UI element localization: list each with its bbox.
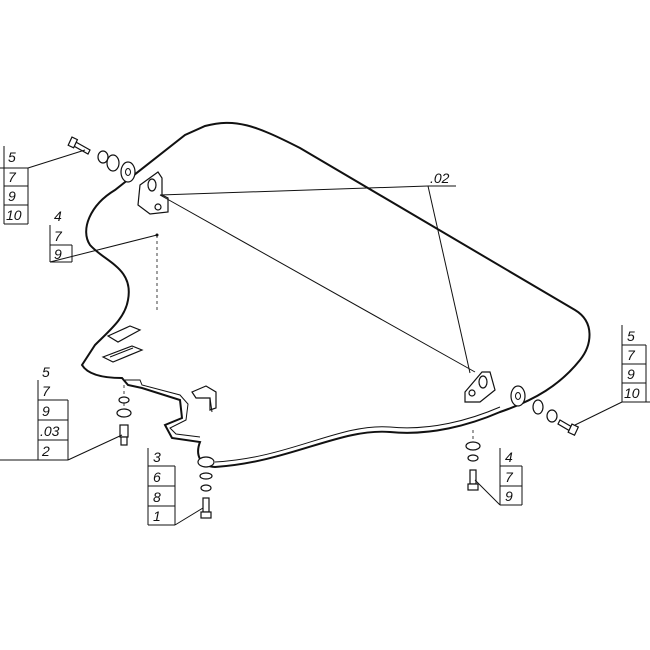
plate-inner-edge <box>125 379 201 438</box>
callout-bolt-bottom-right: 4 7 9 <box>499 448 523 506</box>
callout-label: 7 <box>627 347 636 363</box>
callout-label: 10 <box>624 385 640 401</box>
callout-label: 4 <box>505 449 513 465</box>
callout-label: 8 <box>153 489 161 505</box>
callout-bolt-top-left: 5 7 9 10 <box>3 146 29 225</box>
callout-label: 6 <box>153 469 161 485</box>
bracket-bottom-mid <box>191 385 217 413</box>
callout-label: 5 <box>8 149 16 165</box>
callout-label: 4 <box>54 208 62 224</box>
callout-label: 1 <box>153 508 161 524</box>
callout-label: 9 <box>54 246 62 262</box>
bolt-stack-bottom-left <box>116 385 132 446</box>
callout-hole-left: 4 7 9 <box>49 208 73 263</box>
callout-label: 9 <box>8 188 16 204</box>
callout-bolt-right: 5 7 9 10 <box>621 325 647 402</box>
plate-flange-bottom <box>214 406 501 463</box>
callout-label: 7 <box>54 228 63 244</box>
callout-label: 3 <box>153 449 161 465</box>
plate-slots <box>101 325 144 363</box>
bolt-stack-bottom-right <box>465 430 481 491</box>
bolt-set-right <box>510 385 580 437</box>
callout-label: 9 <box>627 366 635 382</box>
callout-label: 5 <box>627 328 635 344</box>
callout-label: 2 <box>41 443 50 459</box>
bracket-top-left <box>137 171 169 215</box>
bolt-stack-bottom-mid <box>197 456 215 519</box>
callout-label: 5 <box>42 364 50 380</box>
bolt-set-top-left <box>67 136 136 183</box>
callout-bolt-bottom-mid: 3 6 8 1 <box>147 448 176 525</box>
callout-label: 9 <box>42 403 50 419</box>
callout-label: 10 <box>6 207 22 223</box>
leader-lines <box>0 149 650 526</box>
callout-label: 7 <box>42 383 51 399</box>
callout-label: 9 <box>505 488 513 504</box>
protection-plate <box>80 121 591 469</box>
callout-bolt-bottom-left: 5 7 9 .03 2 <box>37 364 69 460</box>
callout-label: 7 <box>505 469 514 485</box>
callout-label: .03 <box>40 423 60 439</box>
callout-label: 7 <box>8 169 17 185</box>
callout-bracket-label: .02 <box>430 170 450 186</box>
bracket-right <box>464 371 496 403</box>
